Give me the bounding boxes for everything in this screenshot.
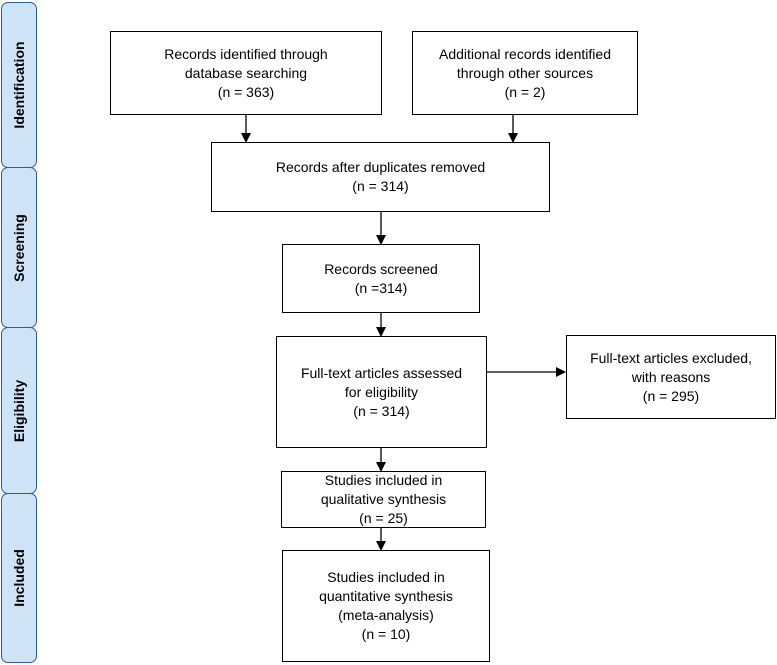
box-database-records-line-3: (n = 363) <box>217 83 275 100</box>
box-quantitative-synthesis-line-4: (n = 10) <box>361 626 411 642</box>
box-other-records-line-1: Additional records identified <box>439 45 611 62</box>
box-records-screened-line-2: (n =314) <box>354 279 408 296</box>
box-fulltext-assessed: Full-text articles assessed for eligibil… <box>276 336 487 448</box>
box-qualitative-synthesis-line-3: (n = 25) <box>359 510 408 526</box>
phase-identification: Identification <box>1 2 37 168</box>
box-duplicates-removed-line-2: (n = 314) <box>352 178 409 194</box>
box-other-records-line-3: (n = 2) <box>504 83 546 100</box>
box-records-screened: Records screened (n =314) <box>282 244 480 313</box>
box-duplicates-removed: Records after duplicates removed (n = 31… <box>211 142 550 212</box>
box-quantitative-synthesis-line-3: (meta-analysis) <box>338 607 434 623</box>
box-qualitative-synthesis-line-1: Studies included in <box>324 472 443 488</box>
box-fulltext-excluded-line-2: with reasons <box>631 368 711 385</box>
phase-included: Included <box>1 493 37 663</box>
box-fulltext-assessed-line-1: Full-text articles assessed <box>300 364 463 381</box>
box-records-screened-line-1: Records screened <box>324 260 438 277</box>
box-qualitative-synthesis-line-2: qualitative synthesis <box>320 491 447 507</box>
box-fulltext-excluded-line-3: (n = 295) <box>642 387 700 404</box>
box-database-records-line-1: Records identified through <box>164 45 328 62</box>
box-fulltext-excluded-line-1: Full-text articles excluded, <box>590 349 752 366</box>
box-other-records: Additional records identified through ot… <box>412 31 638 115</box>
box-other-records-line-2: through other sources <box>456 64 594 81</box>
phase-screening: Screening <box>1 167 37 328</box>
box-fulltext-excluded: Full-text articles excluded, with reason… <box>566 335 776 419</box>
box-duplicates-removed-line-1: Records after duplicates removed <box>275 159 486 175</box>
box-database-records-line-2: database searching <box>184 64 308 81</box>
box-quantitative-synthesis: Studies included in quantitative synthes… <box>282 550 490 662</box>
box-quantitative-synthesis-line-2: quantitative synthesis <box>319 588 453 604</box>
box-database-records: Records identified through database sear… <box>110 31 382 115</box>
box-fulltext-assessed-line-3: (n = 314) <box>353 402 410 419</box>
box-quantitative-synthesis-line-1: Studies included in <box>327 569 445 585</box>
box-fulltext-assessed-line-2: for eligibility <box>344 383 419 400</box>
box-qualitative-synthesis: Studies included in qualitative synthesi… <box>281 471 486 528</box>
